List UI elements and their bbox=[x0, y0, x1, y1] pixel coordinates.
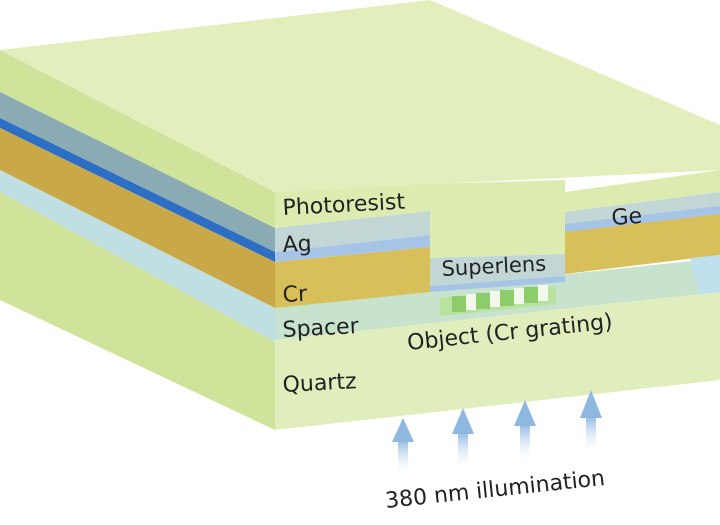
top-face bbox=[0, 0, 720, 192]
superlens-band bbox=[430, 276, 565, 292]
label-superlens: Superlens bbox=[441, 252, 547, 281]
stack-left-side bbox=[0, 50, 275, 430]
trench-floor bbox=[430, 180, 565, 258]
right-blue-edge bbox=[690, 255, 720, 294]
label-spacer: Spacer bbox=[282, 314, 360, 343]
trench bbox=[430, 180, 565, 292]
arrow-up-icon bbox=[392, 418, 414, 476]
arrow-up-icon bbox=[452, 408, 474, 472]
ag-front bbox=[275, 211, 430, 252]
quartz-front bbox=[275, 292, 720, 430]
grating-bar bbox=[500, 288, 524, 306]
cr-side bbox=[0, 128, 275, 308]
illumination-arrows bbox=[392, 390, 602, 476]
grating-bar bbox=[524, 285, 548, 303]
quartz-side bbox=[0, 192, 275, 430]
label-illumination: 380 nm illumination bbox=[384, 466, 606, 514]
arrow-up-icon bbox=[514, 400, 536, 464]
ge-band-front bbox=[565, 206, 720, 232]
object-cr-grating bbox=[440, 285, 556, 316]
label-quartz: Quartz bbox=[282, 369, 357, 398]
photoresist-front bbox=[275, 184, 430, 228]
ag-side bbox=[0, 92, 275, 252]
ag-band-front bbox=[275, 235, 430, 262]
superlens-front bbox=[430, 254, 565, 286]
spacer-side bbox=[0, 170, 275, 342]
left-block bbox=[275, 184, 430, 308]
label-ag: Ag bbox=[282, 232, 312, 258]
ag-edge-band bbox=[0, 118, 275, 262]
cr-front bbox=[275, 247, 430, 308]
label-cr: Cr bbox=[282, 282, 309, 308]
label-ge: Ge bbox=[611, 204, 643, 231]
arrow-up-icon bbox=[580, 390, 602, 456]
photoresist-side bbox=[0, 50, 275, 228]
right-block bbox=[565, 170, 720, 294]
right-photoresist-front bbox=[565, 170, 720, 212]
right-cr-front bbox=[565, 214, 720, 274]
grating-bar bbox=[452, 294, 476, 312]
grating-bar bbox=[476, 291, 500, 309]
